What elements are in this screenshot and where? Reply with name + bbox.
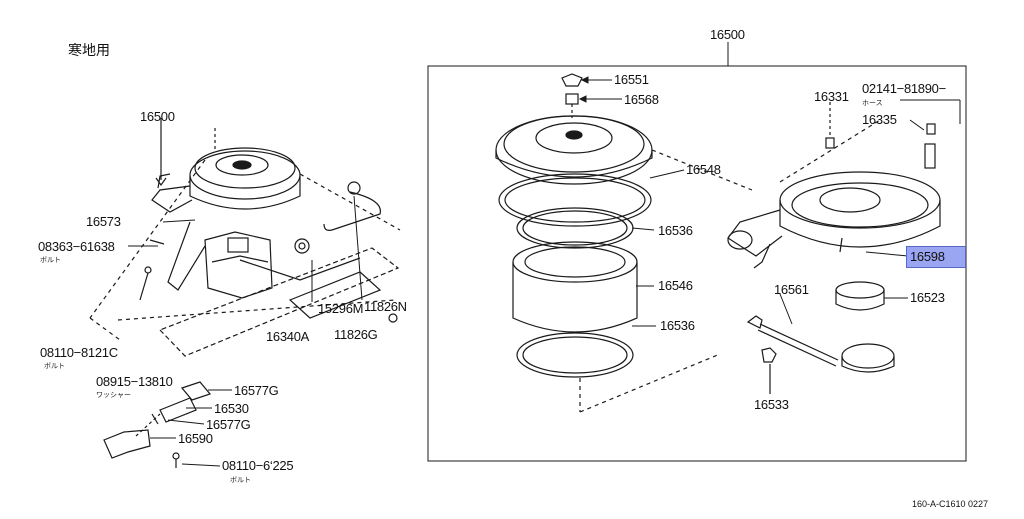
part-label-08915-13810[interactable]: 08915−13810 [96, 374, 173, 389]
part-label-16551[interactable]: 16551 [614, 72, 649, 87]
part-label-16577G-b[interactable]: 16577G [206, 417, 251, 432]
part-label-16536-b[interactable]: 16536 [660, 318, 695, 333]
part-label-11826G[interactable]: 11826G [334, 327, 378, 342]
part-label-16530[interactable]: 16530 [214, 401, 249, 416]
part-label-08363-61638[interactable]: 08363−61638 [38, 239, 115, 254]
part-sublabel-hose: ホース [862, 99, 883, 107]
diagram-code: 160-A-C1610 0227 [912, 499, 989, 509]
part-label-16548[interactable]: 16548 [686, 162, 721, 177]
part-label-15296M[interactable]: 15296M [318, 301, 364, 316]
part-label-08110-8121C[interactable]: 08110−8121C [40, 345, 118, 360]
part-label-16590[interactable]: 16590 [178, 431, 213, 446]
part-label-16335[interactable]: 16335 [862, 112, 897, 127]
left-air-cleaner-assembly [89, 118, 401, 468]
part-label-16533[interactable]: 16533 [754, 397, 789, 412]
right-exploded-stack [495, 73, 881, 413]
part-label-16500-left[interactable]: 16500 [140, 109, 175, 124]
right-housing [727, 102, 941, 394]
part-label-16340A[interactable]: 16340A [266, 329, 310, 344]
part-label-16568[interactable]: 16568 [624, 92, 659, 107]
right-detail-frame [427, 65, 967, 462]
part-sublabel-bolt-1: ボルト [40, 256, 61, 264]
part-label-16331[interactable]: 16331 [814, 89, 849, 104]
part-label-16536-a[interactable]: 16536 [658, 223, 693, 238]
part-label-02141-81890[interactable]: 02141−81890− [862, 81, 946, 96]
part-label-08110-6225[interactable]: 08110−6‘225 [222, 458, 294, 473]
part-label-16523[interactable]: 16523 [910, 290, 945, 305]
part-label-16598[interactable]: 16598 [910, 249, 945, 264]
page-title: 寒地用 [68, 43, 110, 59]
part-sublabel-washer: ワッシャー [96, 391, 131, 399]
highlight-16598 [906, 246, 966, 268]
leader-lines [128, 76, 961, 467]
part-label-16500-right[interactable]: 16500 [710, 27, 745, 42]
part-label-16577G-a[interactable]: 16577G [234, 383, 279, 398]
part-label-16561[interactable]: 16561 [774, 282, 809, 297]
part-label-11826N[interactable]: 11826N [364, 299, 407, 314]
part-label-16573[interactable]: 16573 [86, 214, 121, 229]
part-sublabel-bolt-2: ボルト [44, 362, 65, 370]
part-sublabel-bolt-3: ボルト [230, 476, 251, 484]
part-label-16546[interactable]: 16546 [658, 278, 693, 293]
